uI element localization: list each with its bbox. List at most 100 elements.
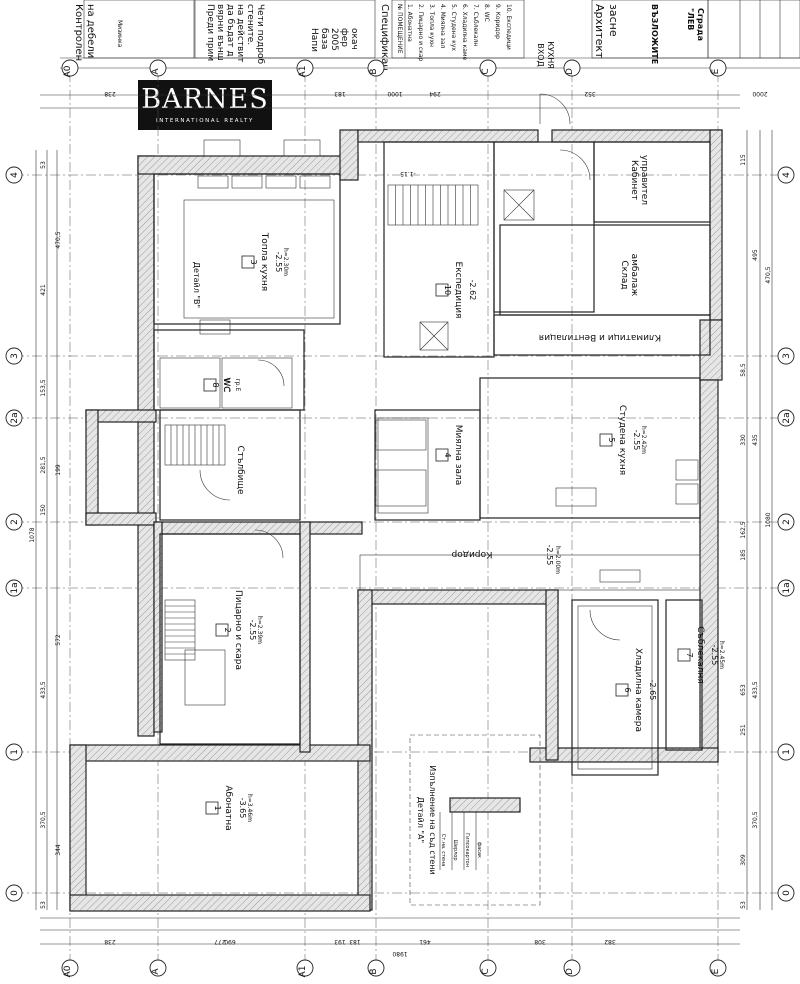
architect-line: засне bbox=[607, 4, 620, 37]
dim-left: 199 bbox=[55, 464, 62, 476]
dim-left: 281,5 bbox=[40, 456, 47, 473]
equipment bbox=[184, 139, 699, 706]
room-level: -2.62 bbox=[468, 280, 477, 301]
axis-label-row: 2 bbox=[10, 519, 20, 525]
pre-note-line: Чети подроб bbox=[255, 4, 265, 64]
axis-circle bbox=[777, 743, 795, 761]
note-line: база bbox=[319, 28, 329, 49]
room-height: h=2.45m bbox=[718, 641, 725, 669]
axis-label-col: C bbox=[481, 68, 491, 74]
note-line: Напи bbox=[309, 28, 319, 52]
spec-header: № ПОМЕЩЕНИЕ bbox=[396, 4, 403, 54]
dim-top: 2000 bbox=[752, 90, 767, 97]
dim-bottom: 690 bbox=[224, 938, 236, 945]
dim-left: 421 bbox=[40, 284, 47, 296]
dim-left: 53 bbox=[40, 161, 47, 169]
room-level: -2.55 bbox=[274, 252, 283, 273]
axis-circle bbox=[777, 166, 795, 184]
room-number: 8 bbox=[211, 382, 220, 387]
room-name: Абонатна bbox=[223, 785, 233, 830]
stairs-label: Стълбище bbox=[235, 445, 245, 495]
shower-label: гр.Е bbox=[234, 379, 241, 392]
spec-title: Спецификац bbox=[379, 4, 390, 71]
axis-label-row: 4 bbox=[782, 172, 792, 178]
axis-circle bbox=[5, 884, 23, 902]
dim-bottom: 1980 bbox=[392, 950, 407, 957]
axis-label-row: 0 bbox=[782, 890, 792, 896]
detail-a-note: фасак bbox=[476, 842, 482, 858]
pre-note-line: стените. bbox=[245, 4, 255, 45]
room-level: -2.55 bbox=[710, 645, 719, 666]
detail-a-note: Ст.на. стена bbox=[440, 834, 446, 867]
dim-left: 53 bbox=[40, 901, 47, 909]
axis-circle bbox=[5, 409, 23, 427]
dim-bottom: 308 bbox=[534, 938, 546, 945]
dim-right: 433,5 bbox=[752, 681, 759, 698]
room-height: h=2.30m bbox=[282, 248, 289, 276]
axis-circle bbox=[563, 959, 581, 977]
room-number-box bbox=[215, 623, 229, 637]
detail-a-note: Гипсокартон bbox=[464, 833, 470, 867]
room-height: h=2.42m bbox=[640, 426, 647, 454]
room-number-box bbox=[435, 448, 449, 462]
room-number-box bbox=[677, 648, 691, 662]
dim-top: 352 bbox=[584, 90, 596, 97]
spec-item: 8. WC bbox=[483, 4, 490, 22]
dim-bottom: 183 bbox=[349, 938, 361, 945]
axis-circle bbox=[5, 579, 23, 597]
room-number-box bbox=[203, 378, 217, 392]
dim-right: 653 bbox=[740, 684, 747, 696]
room-number: 2 bbox=[223, 627, 232, 632]
dim-left: 1078 bbox=[29, 527, 36, 542]
axis-circle bbox=[149, 959, 167, 977]
axis-circle bbox=[777, 409, 795, 427]
room-name: Експедиция bbox=[453, 262, 463, 319]
client-line: ВЪЗЛОЖИТЕ bbox=[650, 4, 659, 64]
axis-label-row: 1 bbox=[10, 749, 20, 755]
storage-label: Склад bbox=[619, 260, 629, 289]
room-name: WC bbox=[221, 377, 231, 392]
axis-label-col: E bbox=[711, 68, 721, 74]
title-note-line: на дебели bbox=[85, 4, 96, 58]
room-level: -3.65 bbox=[238, 798, 247, 819]
axis-label-col: A0 bbox=[63, 65, 73, 77]
dim-right: 309 bbox=[740, 854, 747, 866]
axis-label-row: 1a bbox=[782, 582, 792, 593]
dim-bottom: 277 bbox=[214, 938, 226, 945]
dim-right: 185 bbox=[740, 549, 747, 561]
corridor-level: -2.55 bbox=[545, 545, 554, 566]
room-name: Съблекалня bbox=[695, 626, 705, 684]
dim-bottom: 461 bbox=[419, 938, 431, 945]
exterior-walls bbox=[69, 129, 723, 912]
axis-label-row: 0 bbox=[10, 890, 20, 896]
axis-circle bbox=[777, 884, 795, 902]
dim-right: 162,5 bbox=[740, 521, 747, 538]
axis-label-row: 2a bbox=[782, 412, 792, 423]
room-number-box bbox=[599, 433, 613, 447]
axis-circle bbox=[709, 59, 727, 77]
axis-label-col: D bbox=[565, 68, 575, 75]
room-number-box bbox=[205, 801, 219, 815]
dim-right: 115 bbox=[740, 154, 747, 166]
dim-left: 470,5 bbox=[55, 231, 62, 248]
wc-label: WC bbox=[222, 378, 231, 392]
axis-label-col: B bbox=[369, 68, 379, 74]
room-number-box bbox=[435, 283, 449, 297]
axis-circle bbox=[367, 959, 385, 977]
note-line: окач bbox=[349, 28, 359, 50]
dim-right: 435 bbox=[752, 434, 759, 446]
room-level: -2.55 bbox=[248, 620, 257, 641]
entrance-label: КУХНЯ bbox=[546, 41, 555, 69]
room-name: Топла кухня bbox=[259, 232, 269, 291]
corridor-label: Коридор bbox=[451, 549, 492, 559]
axis-label-row: 1 bbox=[782, 749, 792, 755]
dim-right: 1080 bbox=[765, 512, 772, 527]
logo-name: BARNES bbox=[141, 84, 269, 115]
dim-top: 183 bbox=[334, 90, 346, 97]
dim-bottom: 382 bbox=[604, 938, 616, 945]
dim-right: 330 bbox=[740, 434, 747, 446]
barnes-logo: BARNES INTERNATIONAL REALTY bbox=[138, 80, 272, 130]
pre-note-line: да бъдат д bbox=[225, 4, 235, 57]
